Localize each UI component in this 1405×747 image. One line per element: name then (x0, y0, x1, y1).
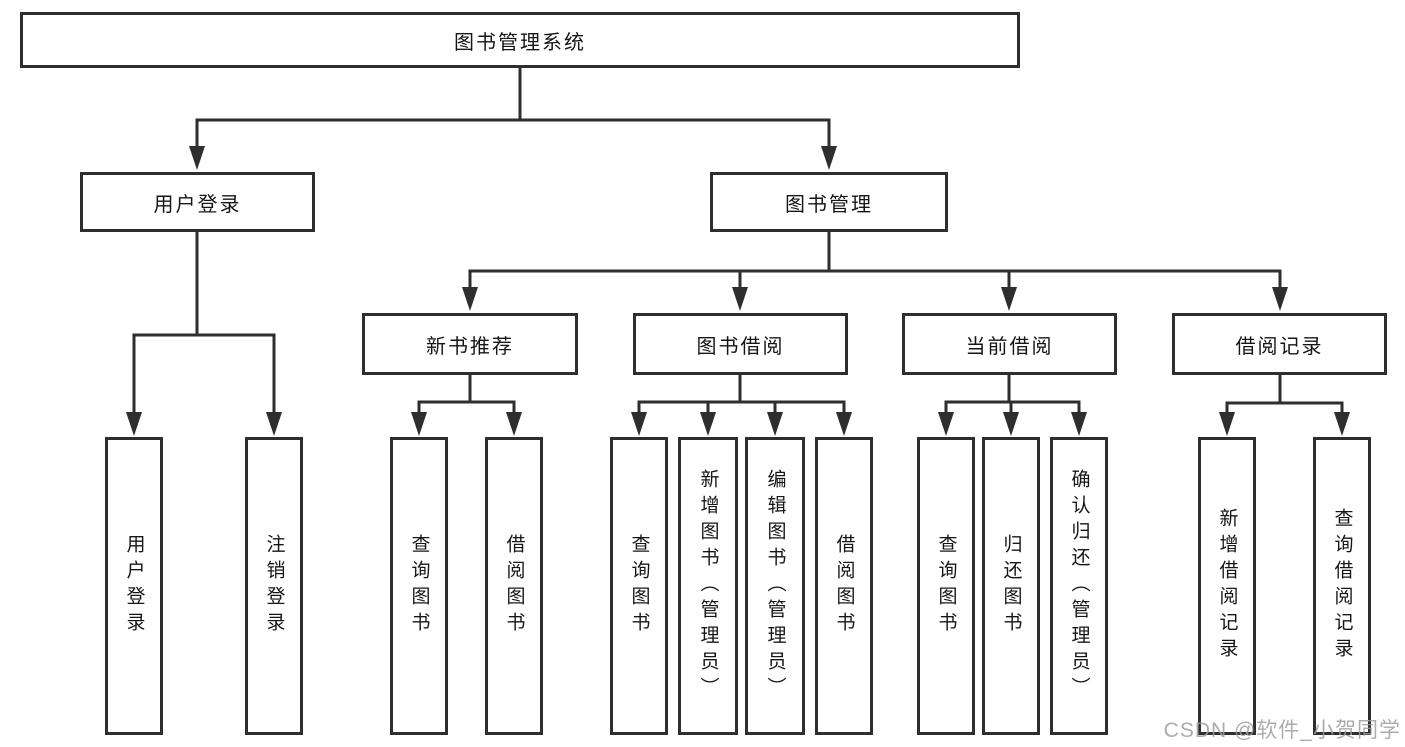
leaf-borrow-books-borrowing: 借阅图书 (815, 437, 873, 735)
node-library-management-system: 图书管理系统 (20, 12, 1020, 68)
leaf-borrow-books-recommend: 借阅图书 (485, 437, 543, 735)
leaf-query-books-borrowing: 查询图书 (610, 437, 668, 735)
leaf-logout: 注销登录 (245, 437, 303, 735)
node-new-book-recommendation: 新书推荐 (362, 313, 578, 375)
watermark: CSDN @软件_小贺同学 (1163, 719, 1401, 742)
node-current-borrowing: 当前借阅 (902, 313, 1117, 375)
leaf-add-books-admin: 新增图书（管理员） (678, 437, 738, 735)
leaf-confirm-return-admin: 确认归还（管理员） (1050, 437, 1108, 735)
node-borrowing-records: 借阅记录 (1172, 313, 1387, 375)
leaf-query-books-recommend: 查询图书 (390, 437, 448, 735)
node-book-borrowing: 图书借阅 (633, 313, 848, 375)
leaf-return-books: 归还图书 (982, 437, 1040, 735)
leaf-user-login: 用户登录 (105, 437, 163, 735)
leaf-query-books-current: 查询图书 (917, 437, 975, 735)
node-user-login: 用户登录 (80, 172, 315, 232)
leaf-query-borrow-record: 查询借阅记录 (1313, 437, 1371, 735)
node-book-management: 图书管理 (710, 172, 948, 232)
leaf-edit-books-admin: 编辑图书（管理员） (745, 437, 805, 735)
leaf-add-borrow-record: 新增借阅记录 (1198, 437, 1256, 735)
